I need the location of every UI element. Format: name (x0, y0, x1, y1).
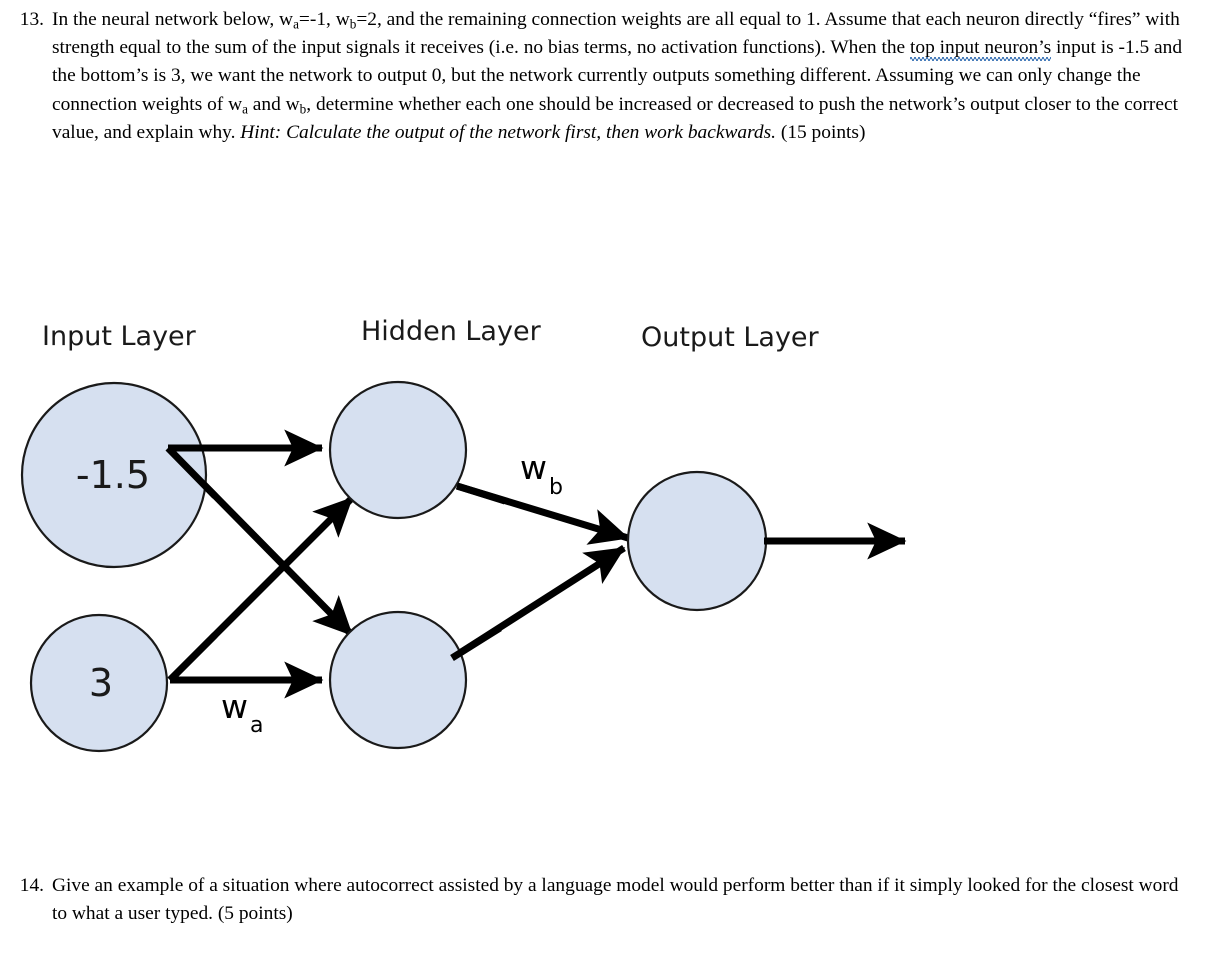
question-14: 14. Give an example of a situation where… (14, 872, 1194, 928)
input-neuron-bottom (29, 613, 169, 753)
weight-label-b-base: w (520, 448, 547, 487)
hidden-neuron-top (328, 380, 468, 520)
weight-label-b: w b (520, 448, 563, 500)
q13-points: (15 points) (776, 121, 866, 143)
question-14-number: 14. (19, 875, 44, 896)
q13-seg-2: =-1, w (298, 9, 350, 30)
input-neuron-top (20, 381, 208, 569)
question-13-number: 13. (19, 9, 44, 30)
q13-subscript-a-1: a (293, 16, 299, 32)
output-layer-label: Output Layer (641, 322, 820, 353)
connection-stub-group (165, 444, 507, 684)
question-13-text: In the neural network below, wa=-1, wb=2… (52, 6, 1194, 147)
stub-input-bottom-diagonal (167, 632, 218, 683)
neuron-group (20, 380, 768, 753)
question-14-text: Give an example of a situation where aut… (52, 875, 1179, 925)
q13-subscript-b-2: b (299, 101, 307, 117)
weight-label-a-subscript: a (250, 713, 263, 738)
weight-label-a-base: w (221, 687, 248, 726)
question-13: 13. In the neural network below, wa=-1, … (14, 6, 1194, 147)
input-neuron-top-value: -1.5 (76, 453, 150, 497)
q13-spellcheck-phrase: top input neuron’s (910, 37, 1052, 59)
stub-hidden-bottom-to-output (450, 625, 502, 661)
weight-label-a: w a (221, 687, 263, 738)
stub-input-top-diagonal (165, 445, 218, 499)
q13-seg-6: and w (247, 93, 300, 115)
weight-label-b-subscript: b (549, 475, 563, 500)
q13-subscript-b-1: b (349, 16, 357, 32)
input-layer-label: Input Layer (42, 321, 197, 352)
q13-seg-1: In the neural network below, w (52, 9, 294, 30)
hidden-neuron-bottom (328, 610, 468, 750)
neural-network-diagram: Input Layer Hidden Layer Output Layer (0, 290, 1000, 790)
q13-subscript-a-2: a (242, 101, 248, 117)
q13-seg-5: input is -1.5 and the bottom’s is 3, we … (52, 37, 1183, 115)
q13-seg-7: , determine whether each one should be i… (52, 93, 1178, 143)
q13-seg-3: =2, and the remaining connection weights… (52, 9, 1180, 59)
output-neuron (626, 470, 768, 612)
stub-hidden-top-to-output (455, 482, 507, 505)
hidden-layer-label: Hidden Layer (361, 316, 542, 347)
input-neuron-bottom-value: 3 (89, 661, 113, 705)
q13-hint: Hint: Calculate the output of the networ… (240, 121, 777, 143)
